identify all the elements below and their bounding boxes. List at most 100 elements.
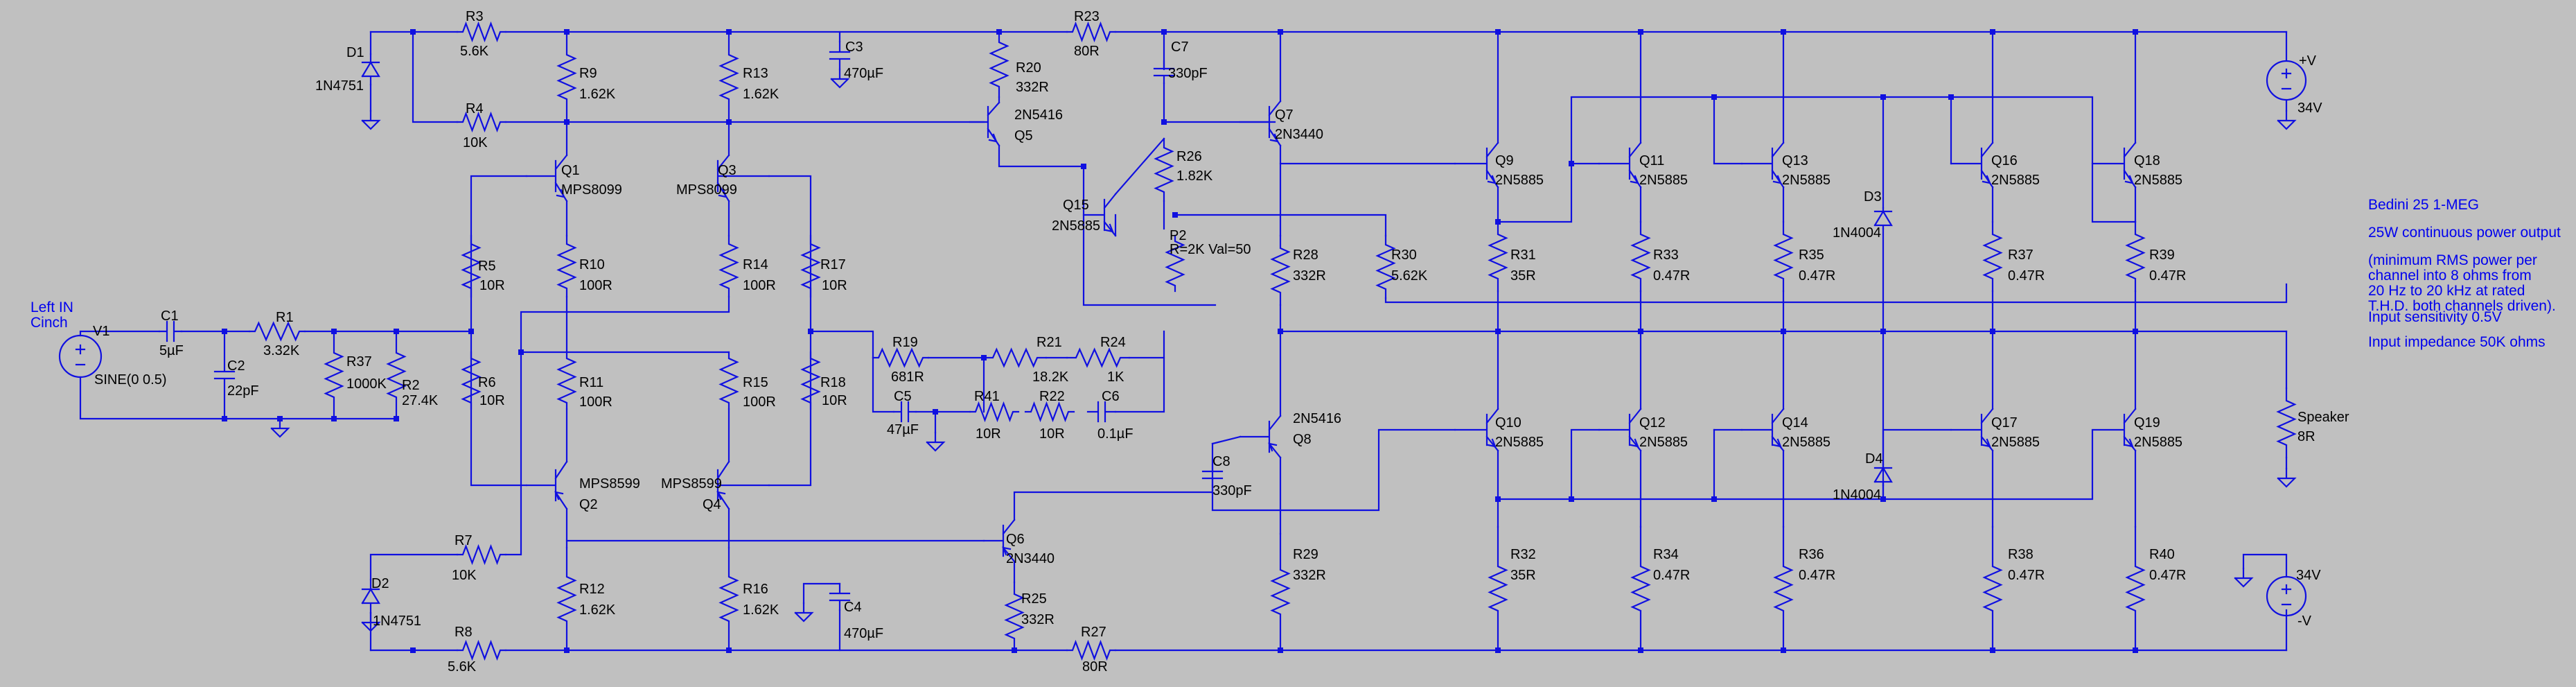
r9-value: 1.62K [579,87,616,102]
r21-value: 18.2K [1032,369,1069,385]
d2-name: D2 [371,576,389,591]
r25-value: 332R [1021,612,1055,627]
junction-dot [1161,119,1167,125]
c3-value: 470µF [844,66,883,81]
junction-dot [1638,329,1643,334]
r30-value: 5.62K [1391,268,1428,284]
q7-name: Q7 [1275,107,1294,123]
q18-value: 2N5885 [2134,173,2182,188]
q17-value: 2N5885 [1991,435,2040,450]
q1 [525,154,568,202]
w [1013,442,1214,521]
r17 [800,234,821,298]
junction-dot [933,409,938,415]
r34 [1630,525,1651,652]
r17-value: 10R [822,278,847,293]
r20-name: R20 [1016,60,1041,76]
q5-value: 2N5416 [1014,107,1063,123]
junction-dot [1781,647,1786,653]
junction-dot [2133,647,2138,653]
r33-name: R33 [1653,247,1679,263]
c6 [1086,401,1117,423]
junction-dot [1495,647,1501,653]
junction-dot [1880,329,1886,334]
junction-dot [1495,219,1501,225]
v1-value: SINE(0 0.5) [94,372,166,388]
c7-name: C7 [1171,40,1189,55]
junction-dot [394,416,399,421]
q8-value: 2N5416 [1293,411,1341,426]
r29 [1270,532,1291,652]
r30-name: R30 [1391,247,1417,263]
q4-value: MPS8599 [661,476,722,492]
d3-value: 1N4004 [1833,225,1881,241]
input-title-1: Left IN [30,299,73,315]
w [1570,428,1952,501]
r13-value: 1.62K [743,87,779,102]
r6-name: R6 [478,375,496,390]
junction-dot [2133,329,2138,334]
q17-name: Q17 [1991,415,2018,431]
c1-name: C1 [161,308,179,324]
d1-value: 1N4751 [315,78,364,94]
r32 [1488,525,1508,652]
q18-name: Q18 [2134,153,2160,168]
q5-arrow [988,133,998,143]
r15-value: 100R [743,394,776,410]
r15-name: R15 [743,375,768,390]
q8-name: Q8 [1293,432,1312,447]
q18-arrow [2124,175,2134,184]
d2-value: 1N4751 [373,614,421,629]
c2-value: 22pF [227,383,259,399]
q14 [1740,408,1785,452]
q1-arrow [556,189,565,198]
c7 [1153,60,1175,85]
q19-name: Q19 [2134,415,2160,431]
r16-value: 1.62K [743,602,779,618]
junction-dots [222,29,2138,653]
d1 [361,53,380,86]
q3-arrow [718,189,727,198]
r28 [1270,234,1291,306]
r33-value: 0.47R [1653,268,1690,284]
q16 [1950,141,1994,189]
junction-dot [222,416,227,421]
junction-dot [1711,496,1717,502]
r36-name: R36 [1799,547,1824,562]
q9 [1454,141,1499,189]
r23 [1066,21,1117,43]
r34-value: 0.47R [1653,568,1690,583]
q10 [1454,408,1499,452]
r5 [461,234,482,298]
r41 [969,401,1020,423]
r38 [1982,525,2003,652]
r11 [556,351,577,410]
r8-value: 5.6K [448,659,477,675]
r29-value: 332R [1293,568,1326,583]
junction-dot [331,416,337,421]
junction-dot [410,647,416,653]
r8-name: R8 [455,625,473,640]
r11-value: 100R [579,394,612,410]
r10 [556,234,577,298]
q5 [969,101,1000,147]
input-title-2: Cinch [30,315,68,331]
r36-value: 0.47R [1799,568,1835,583]
q2-name: Q2 [579,497,598,512]
r14-name: R14 [743,257,768,272]
q4-arrow [716,491,726,501]
junction-dot [981,355,987,360]
q17 [1950,408,1994,452]
q3 [716,154,770,202]
q6-name: Q6 [1006,532,1025,547]
ground-symbol [926,431,946,452]
junction-dot [1990,329,1995,334]
w [520,295,730,354]
junction-dot [564,119,570,125]
junction-dot [1012,647,1017,653]
junction-dot [1278,329,1283,334]
junction-dot [726,647,732,653]
q11-arrow [1630,175,1639,184]
c8 [1201,463,1224,487]
